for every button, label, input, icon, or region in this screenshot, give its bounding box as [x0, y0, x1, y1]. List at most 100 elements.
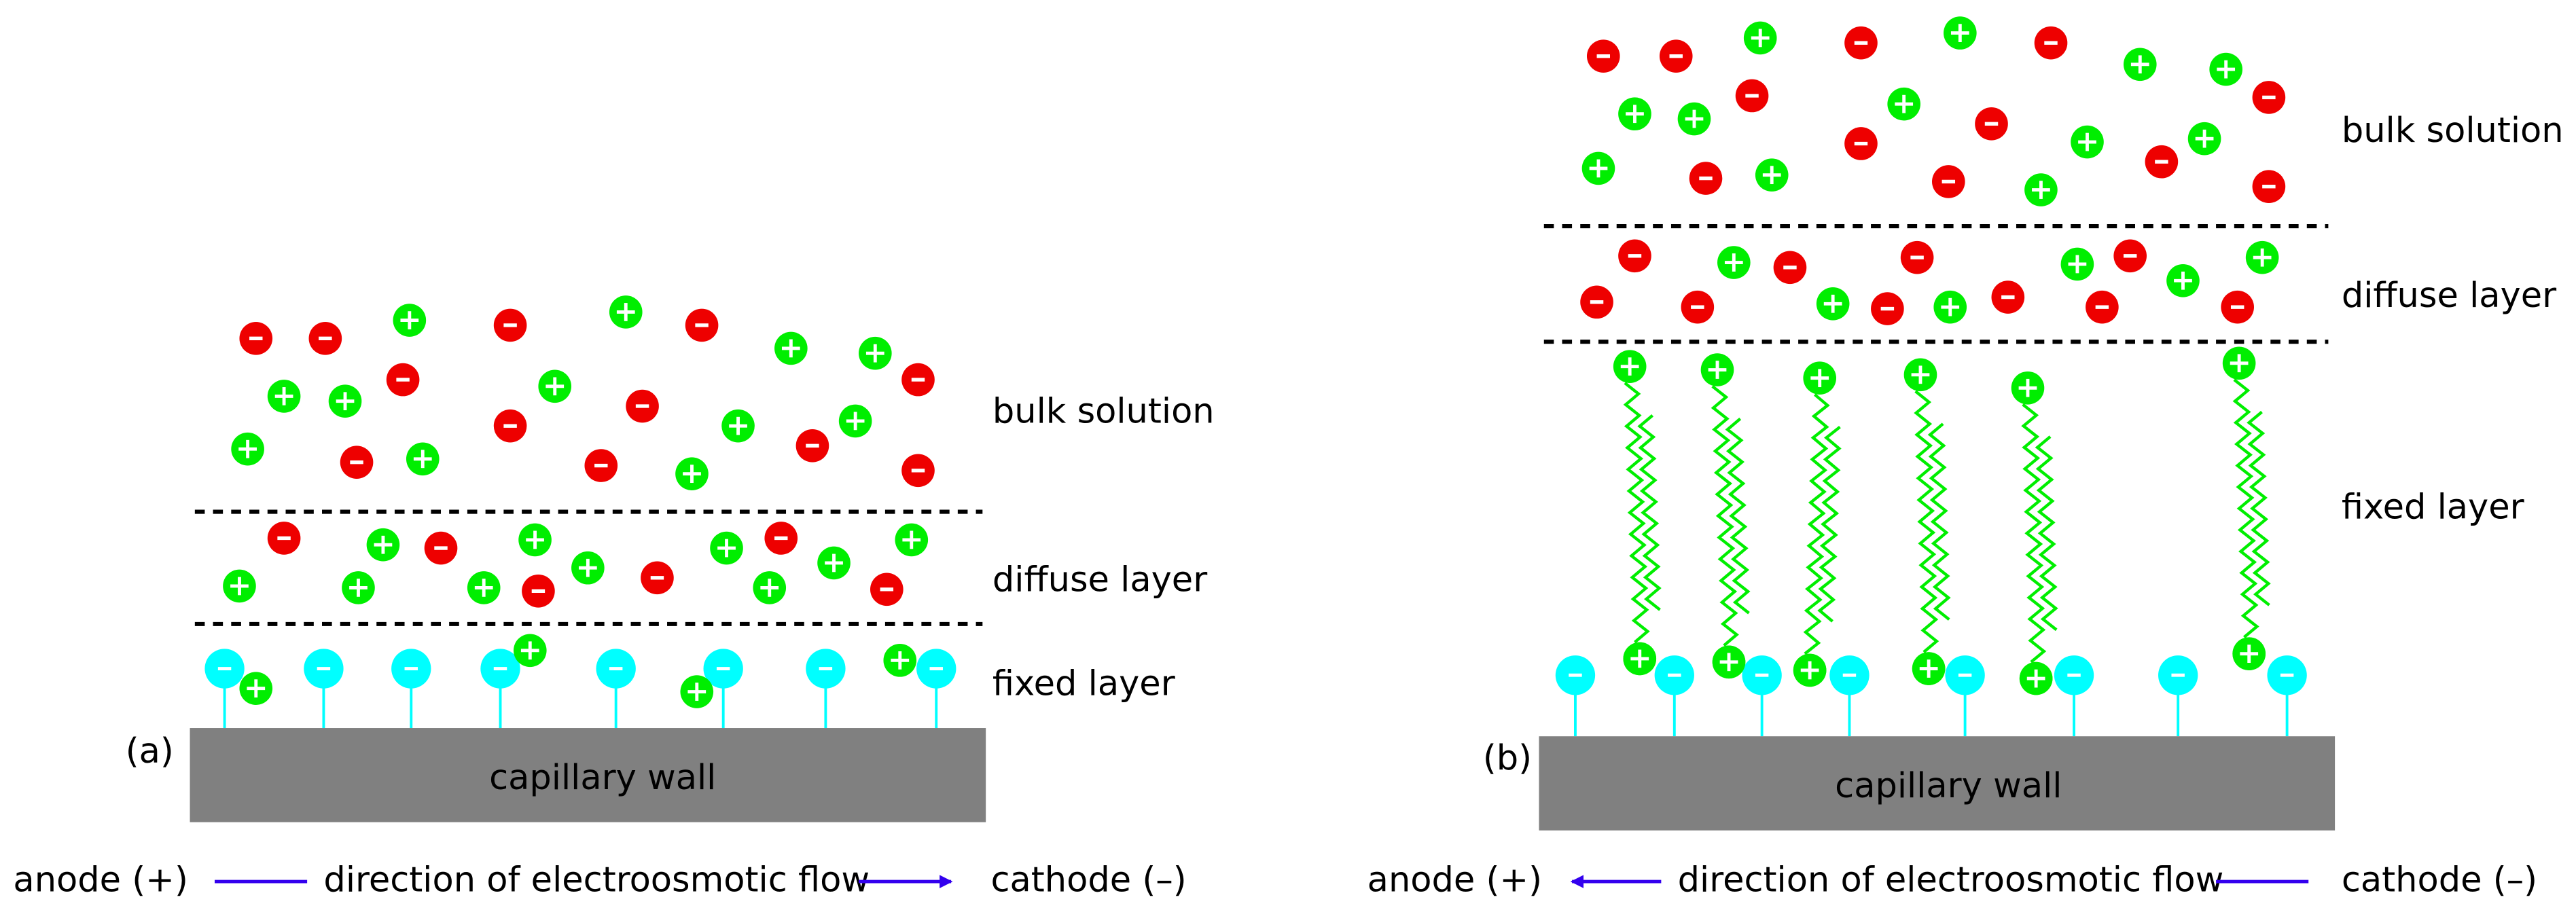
cation — [1677, 102, 1711, 136]
anion — [1844, 127, 1878, 160]
surfactant — [2011, 371, 2058, 695]
surfactant — [1903, 358, 1951, 685]
wall-charge — [1654, 655, 1694, 737]
hydrocarbon-tail — [1711, 385, 1739, 647]
anion — [1659, 39, 1693, 73]
anion — [1975, 107, 2008, 141]
cation — [2024, 173, 2058, 206]
panel-b-ions — [1580, 16, 2286, 325]
hydrocarbon-tail — [1927, 422, 1951, 621]
cation — [1717, 246, 1751, 279]
cation — [328, 384, 362, 418]
anion — [239, 322, 273, 355]
anion — [493, 308, 527, 342]
anion — [901, 454, 935, 488]
cation — [2011, 371, 2045, 405]
wall-charge — [916, 649, 956, 729]
cation — [817, 546, 851, 580]
wall-charge — [596, 649, 636, 729]
anion — [1586, 39, 1620, 73]
bulk-solution-label: bulk solution — [2342, 111, 2564, 151]
cation — [2187, 122, 2221, 156]
anion — [308, 322, 342, 355]
cation — [467, 571, 501, 604]
cation — [1887, 87, 1920, 121]
cation — [1623, 642, 1657, 676]
panel-b-wall-charges — [1555, 637, 2307, 737]
cation — [2019, 661, 2053, 695]
wall-charge — [806, 649, 846, 729]
anion — [584, 449, 618, 482]
panel-a-wall-charges — [204, 634, 956, 729]
hydrocarbon-tail — [1623, 382, 1650, 644]
cation — [1933, 290, 1967, 324]
wall-charge — [2054, 655, 2094, 737]
cation — [2232, 637, 2266, 670]
anion — [2086, 290, 2119, 324]
hydrocarbon-tail — [1914, 390, 1939, 653]
wall-charge — [1742, 655, 1782, 737]
cation — [2166, 264, 2200, 297]
wall-charge — [703, 649, 743, 729]
cation — [2123, 48, 2157, 81]
cation — [883, 644, 917, 677]
cathode-label: cathode (–) — [990, 860, 1186, 901]
hydrocarbon-tail — [2232, 378, 2259, 639]
wall-charge — [304, 649, 344, 729]
anode-label: anode (+) — [13, 860, 187, 901]
hydrocarbon-tail — [1637, 414, 1662, 611]
cation — [710, 531, 743, 565]
wall-charge — [1829, 655, 1870, 737]
cation — [675, 457, 709, 490]
cathode-label: cathode (–) — [2342, 860, 2537, 901]
cation — [753, 571, 787, 604]
anion — [626, 389, 659, 423]
cation — [2071, 125, 2104, 159]
wall-charge — [480, 649, 520, 729]
cation — [859, 336, 892, 370]
cation — [518, 523, 552, 557]
anion — [795, 429, 829, 462]
anion — [340, 446, 374, 479]
anion — [2145, 145, 2179, 179]
anion — [386, 363, 420, 397]
anion — [641, 561, 674, 595]
wall-charge — [2158, 655, 2198, 737]
wall-charge — [391, 649, 431, 729]
cation — [1816, 287, 1850, 321]
cation — [366, 528, 400, 562]
cation — [609, 295, 643, 329]
anion — [493, 409, 527, 443]
cation — [1793, 653, 1827, 687]
anion — [1618, 239, 1651, 273]
anion — [2252, 81, 2286, 114]
surfactant — [1613, 350, 1662, 676]
wall-charge — [2267, 655, 2307, 737]
anion — [901, 363, 935, 397]
cation — [267, 380, 301, 413]
anion — [2034, 26, 2068, 60]
anion — [1844, 26, 1878, 60]
panel-a-ions — [223, 295, 935, 608]
flow-direction-label: direction of electroosmotic flow — [1678, 860, 2224, 901]
anion — [1689, 162, 1723, 195]
hydrocarbon-tail — [1803, 393, 1830, 655]
wall-charge — [1945, 655, 1985, 737]
anion — [764, 522, 798, 555]
cation — [721, 409, 755, 443]
hydrocarbon-tail — [1725, 417, 1751, 615]
diffuse-layer-label: diffuse layer — [992, 560, 1207, 600]
bulk-solution-label: bulk solution — [992, 391, 1215, 431]
panel-label: (a) — [126, 731, 174, 771]
anion — [2113, 239, 2147, 273]
anion — [522, 574, 555, 608]
cation — [1755, 158, 1789, 192]
panel-a: capillary wall (a) bulk solution diffuse… — [13, 295, 1215, 901]
anion — [2252, 170, 2286, 204]
cation — [1903, 358, 1937, 392]
cation — [1803, 361, 1837, 395]
anion — [1773, 251, 1807, 285]
cation — [571, 551, 605, 585]
hydrocarbon-tail — [2035, 435, 2058, 632]
cation — [538, 369, 572, 403]
